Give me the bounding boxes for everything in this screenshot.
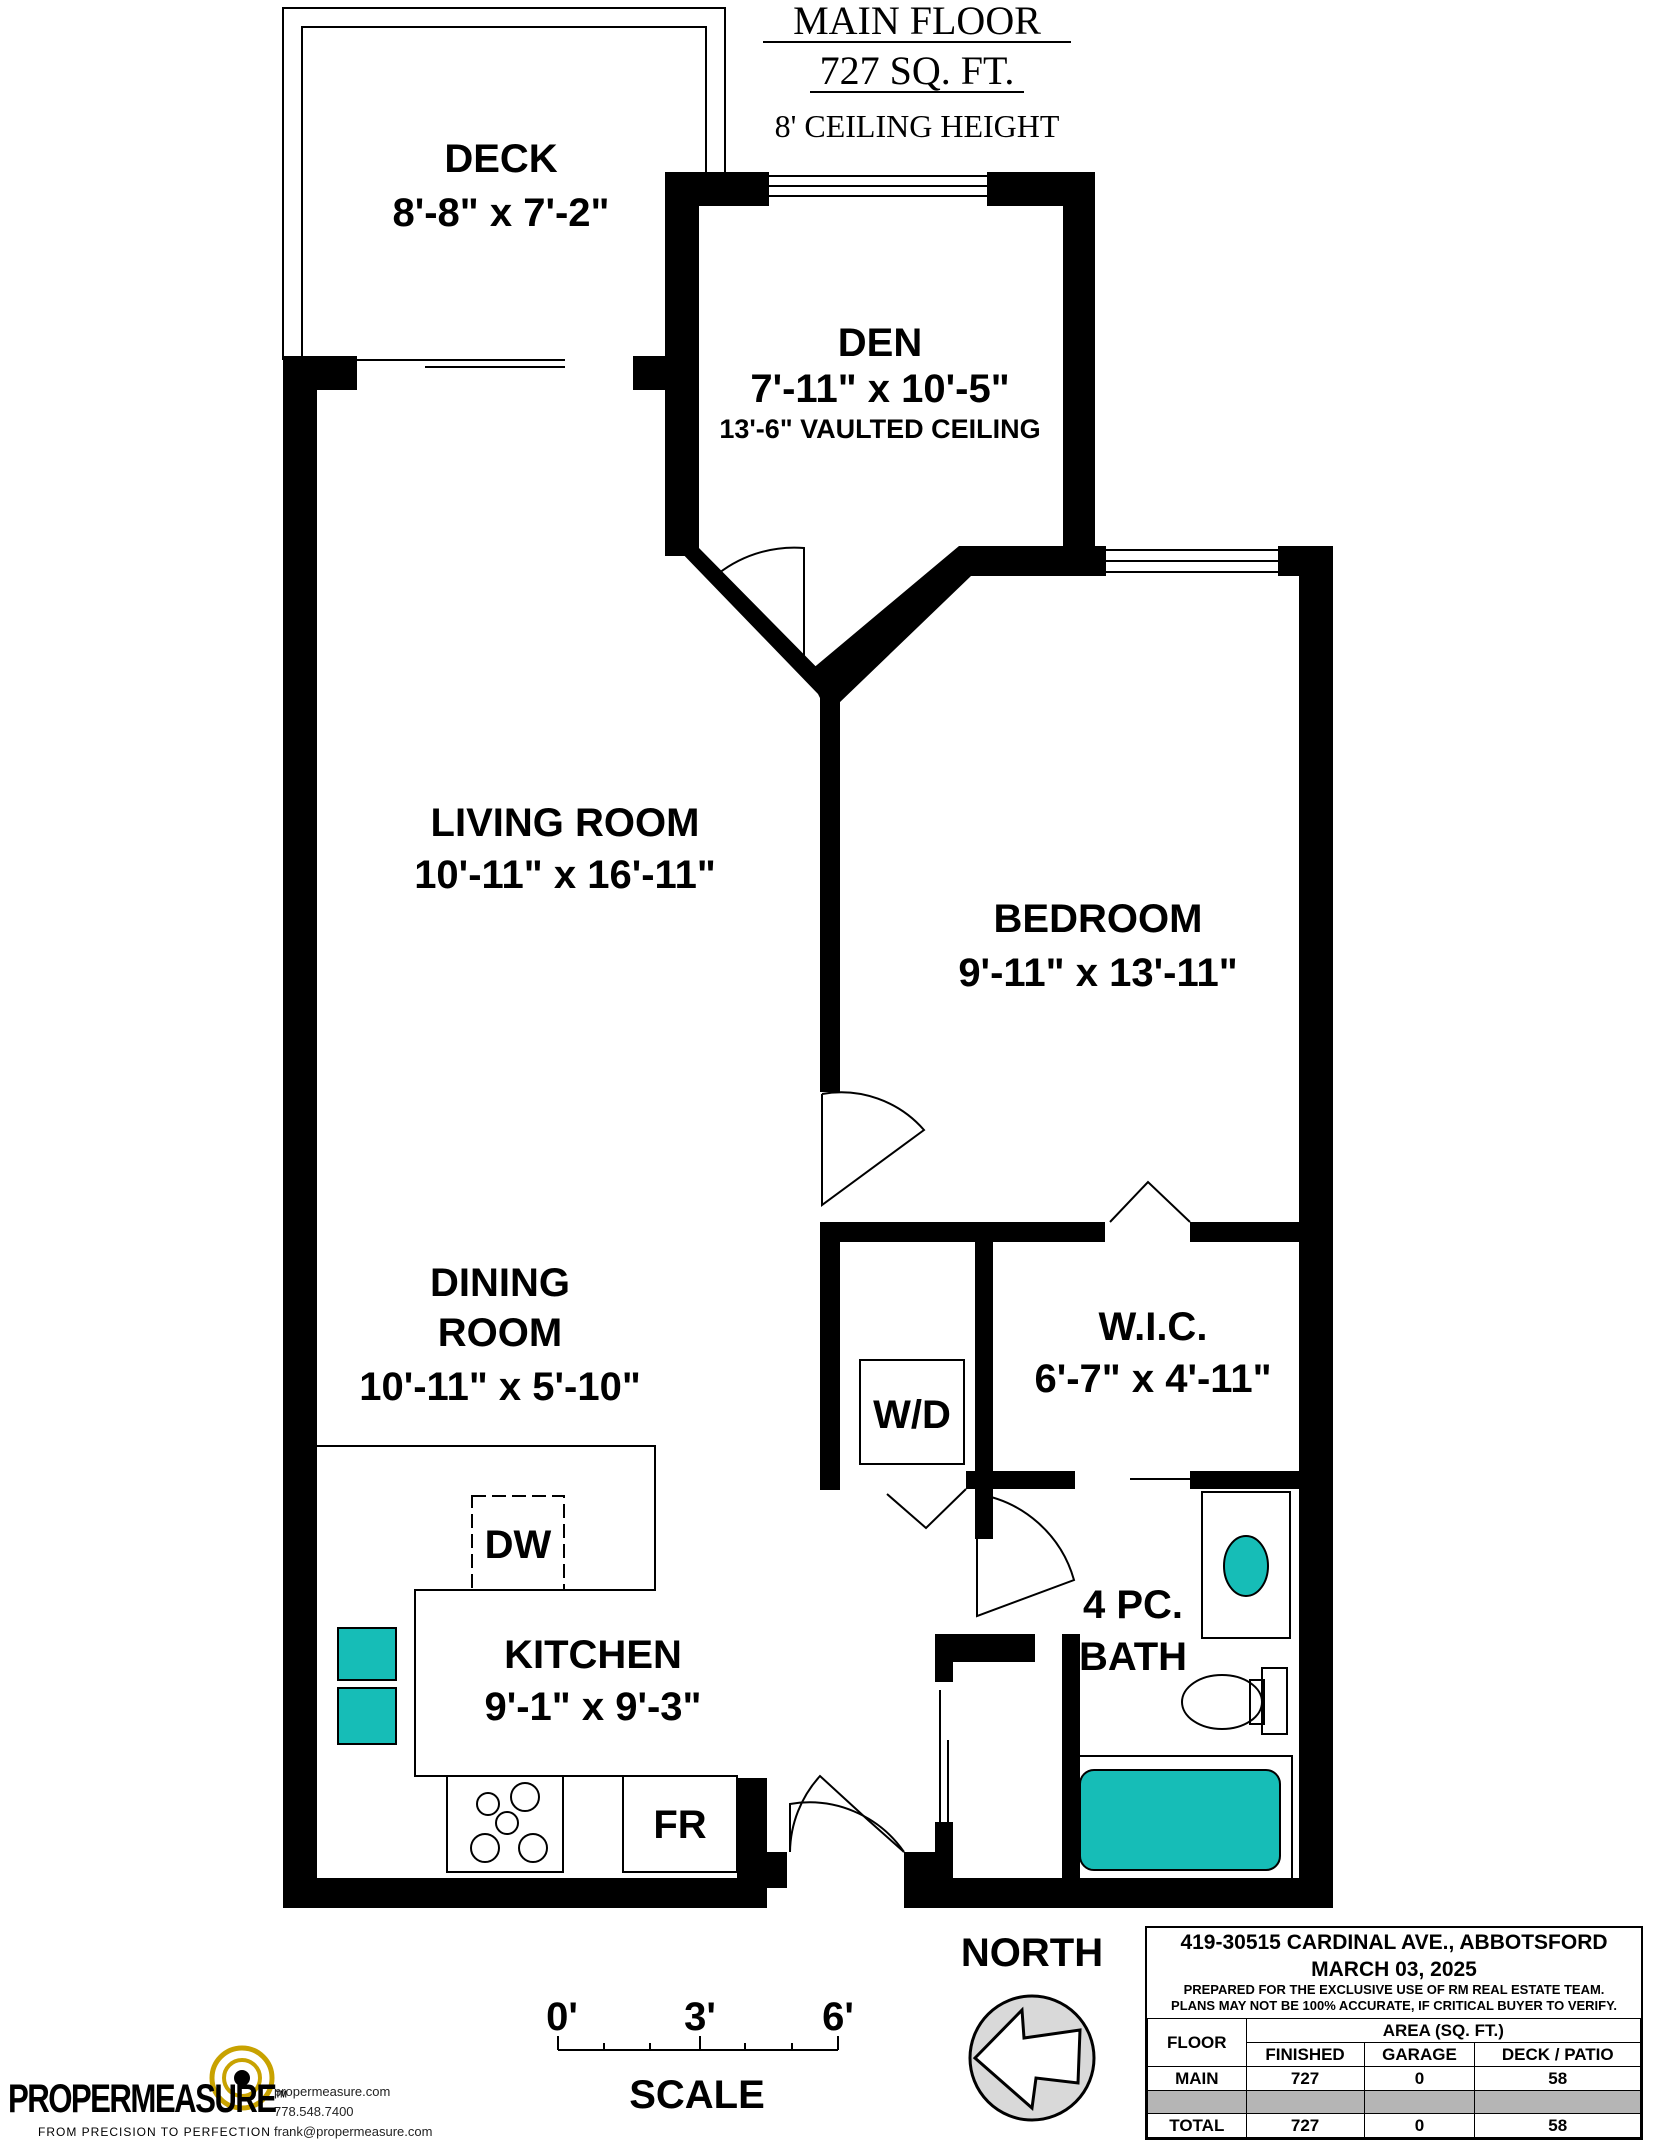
scale-tick-6: 6' [822,1995,854,2039]
bedroom-name: BEDROOM [994,897,1203,941]
area-header: AREA (SQ. FT.) [1245,2018,1642,2043]
sink [1223,1535,1269,1597]
living-room-size: 10'-11" x 16'-11" [414,853,716,897]
window-bedroom [1106,549,1278,573]
main-finished: 727 [1245,2066,1365,2091]
door-wic [1109,1180,1191,1223]
logo: PROPERMEASURETM FROM PRECISION TO PERFEC… [8,2042,438,2142]
brand-name: PROPERMEASURETM [8,2077,287,2121]
north-label: NORTH [961,1931,1103,1975]
floor-header: FLOOR [1147,2018,1247,2067]
col-deck-patio: DECK / PATIO [1474,2042,1641,2067]
den-size: 7'-11" x 10'-5" [750,367,1009,411]
den-name: DEN [838,321,922,365]
total-garage: 0 [1363,2113,1476,2138]
living-room-name: LIVING ROOM [431,801,700,845]
col-garage: GARAGE [1363,2042,1476,2067]
door-bath [976,1493,1076,1618]
kitchen-counters [317,1445,738,1873]
main-garage: 0 [1363,2066,1476,2091]
total-finished: 727 [1245,2113,1365,2138]
window-den [769,175,987,197]
washer-dryer-label: W/D [873,1393,951,1437]
ceiling-height: 8' CEILING HEIGHT [775,108,1060,144]
door-den [712,546,805,675]
bath-line2: BATH [1079,1635,1187,1679]
deck-size: 8'-8" x 7'-2" [392,191,609,235]
sliding-door-deck [357,359,565,368]
deck-name: DECK [444,137,557,181]
prepared-note: PREPARED FOR THE EXCLUSIVE USE OF RM REA… [1183,1982,1605,1997]
scale-label: SCALE [629,2073,765,2117]
dining-room-name-2: ROOM [438,1311,562,1355]
kitchen-size: 9'-1" x 9'-3" [484,1685,701,1729]
main-deck: 58 [1474,2066,1641,2091]
kitchen-name: KITCHEN [504,1633,682,1677]
col-finished: FINISHED [1245,2042,1365,2067]
bedroom-size: 9'-11" x 13'-11" [958,951,1237,995]
wic-size: 6'-7" x 4'-11" [1034,1357,1271,1401]
total-label: TOTAL [1147,2113,1247,2138]
scale-bar: 0' 3' 6' SCALE [546,1995,854,2117]
dining-room-size: 10'-11" x 5'-10" [359,1365,641,1409]
floor-title: MAIN FLOOR [793,0,1041,43]
brand-tagline: FROM PRECISION TO PERFECTION [38,2125,271,2139]
brand-email[interactable]: frank@propermeasure.com [274,2124,433,2139]
washer-dryer-box [859,1359,965,1465]
brand-contact: propermeasure.com 778.548.7400 frank@pro… [274,2082,432,2142]
scale-tick-0: 0' [546,1995,578,2039]
toilet [1181,1667,1288,1735]
north-arrow-icon [968,1994,1096,2122]
bath-line1: 4 PC. [1083,1583,1183,1627]
deck-railing [282,7,726,360]
property-address: 419-30515 CARDINAL AVE., ABBOTSFORD [1180,1931,1608,1954]
brand-phone: 778.548.7400 [274,2104,354,2119]
door-bedroom [821,1091,926,1207]
main-label: MAIN [1147,2066,1247,2091]
wic-name: W.I.C. [1099,1305,1208,1349]
bathtub [1079,1769,1281,1871]
floor-area: 727 SQ. FT. [820,48,1015,93]
door-laundry [886,1488,967,1530]
total-deck: 58 [1474,2113,1641,2138]
dishwasher-label: DW [485,1523,552,1567]
logo-seal-icon [209,2045,275,2111]
plan-date: MARCH 03, 2025 [1311,1958,1477,1981]
area-table: FLOOR AREA (SQ. FT.) FINISHED GARAGE DEC… [1147,2018,1642,2138]
walls [283,172,1333,1908]
door-entry [789,1801,905,1853]
spacer-row [1147,2090,1641,2114]
brand-website[interactable]: propermeasure.com [274,2084,391,2099]
info-box: 419-30515 CARDINAL AVE., ABBOTSFORD MARC… [1145,1926,1643,2140]
accuracy-note: PLANS MAY NOT BE 100% ACCURATE, IF CRITI… [1171,1998,1617,2013]
dining-room-name-1: DINING [430,1261,570,1305]
den-note: 13'-6" VAULTED CEILING [719,414,1040,444]
scale-tick-3: 3' [684,1995,716,2039]
fridge-label: FR [653,1803,706,1847]
